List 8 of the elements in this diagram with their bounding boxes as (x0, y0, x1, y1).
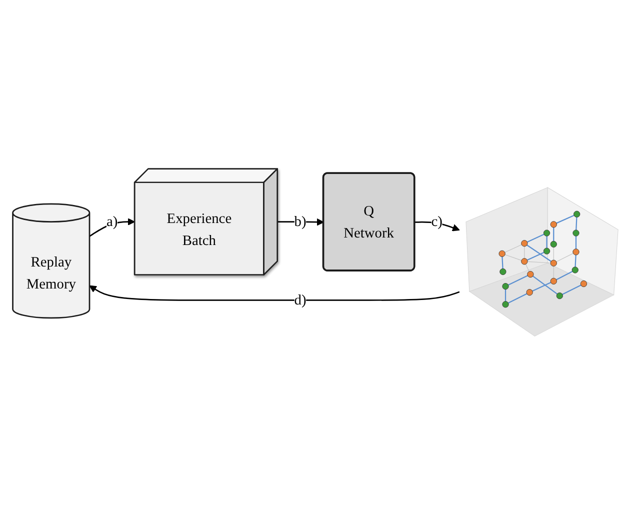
edge-label: b) (294, 214, 306, 230)
edge-label: c) (431, 214, 442, 230)
edge-label: a) (106, 214, 118, 230)
arrow (414, 221, 460, 232)
arrow (277, 218, 324, 226)
arrow (89, 285, 460, 301)
arrow (89, 218, 135, 237)
edge-label: d) (294, 292, 306, 308)
